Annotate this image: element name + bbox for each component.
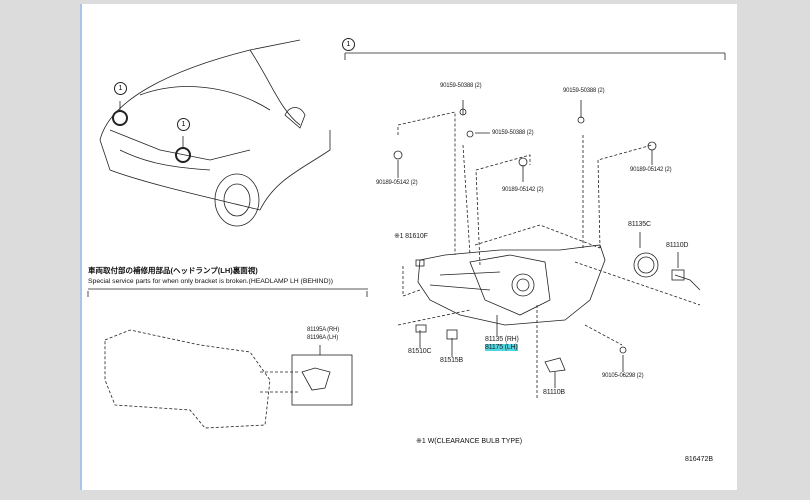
part-label[interactable]: 81195A (RH) bbox=[307, 327, 340, 333]
diagram-panel bbox=[80, 4, 737, 490]
part-label[interactable]: 90189-05142 (2) bbox=[502, 187, 544, 193]
part-label[interactable]: ※1 81610F bbox=[394, 233, 428, 240]
part-label[interactable]: 81515B bbox=[440, 357, 463, 364]
figure-id: 816472B bbox=[685, 456, 714, 463]
callout-marker: 1 bbox=[114, 82, 127, 95]
part-label[interactable]: 90189-05142 (2) bbox=[630, 167, 672, 173]
service-note-english: Special service parts for when only brac… bbox=[88, 278, 334, 285]
part-label[interactable]: 81135C bbox=[628, 221, 651, 228]
vehicle-front-illustration bbox=[99, 39, 331, 227]
part-label[interactable]: 81110B bbox=[543, 389, 565, 396]
footnote: ※1 W(CLEARANCE BULB TYPE) bbox=[416, 438, 523, 445]
part-label[interactable]: 81196A (LH) bbox=[307, 335, 339, 341]
service-note-japanese: 車両取付部の補修用部品(ヘッドランプ(LH)裏面視) bbox=[88, 266, 258, 275]
part-label[interactable]: 90159-50388 (2) bbox=[492, 130, 534, 136]
part-label[interactable]: 90159-50388 (2) bbox=[440, 83, 482, 89]
part-label[interactable]: 90105-06298 (2) bbox=[602, 373, 644, 379]
part-label[interactable]: 90189-05142 (2) bbox=[376, 180, 418, 186]
callout-marker: 1 bbox=[177, 118, 190, 131]
part-label[interactable]: 81135 (RH) bbox=[485, 336, 519, 343]
part-label[interactable]: 81510C bbox=[408, 348, 432, 355]
part-label[interactable]: 90159-50388 (2) bbox=[563, 88, 605, 94]
headlamp-rear-outline bbox=[104, 329, 300, 429]
callout-marker: 1 bbox=[342, 38, 355, 51]
part-label[interactable]: 81110D bbox=[666, 242, 689, 249]
part-label-highlighted[interactable]: 81175 (LH) bbox=[485, 344, 518, 351]
headlamp-assembly bbox=[417, 244, 606, 326]
